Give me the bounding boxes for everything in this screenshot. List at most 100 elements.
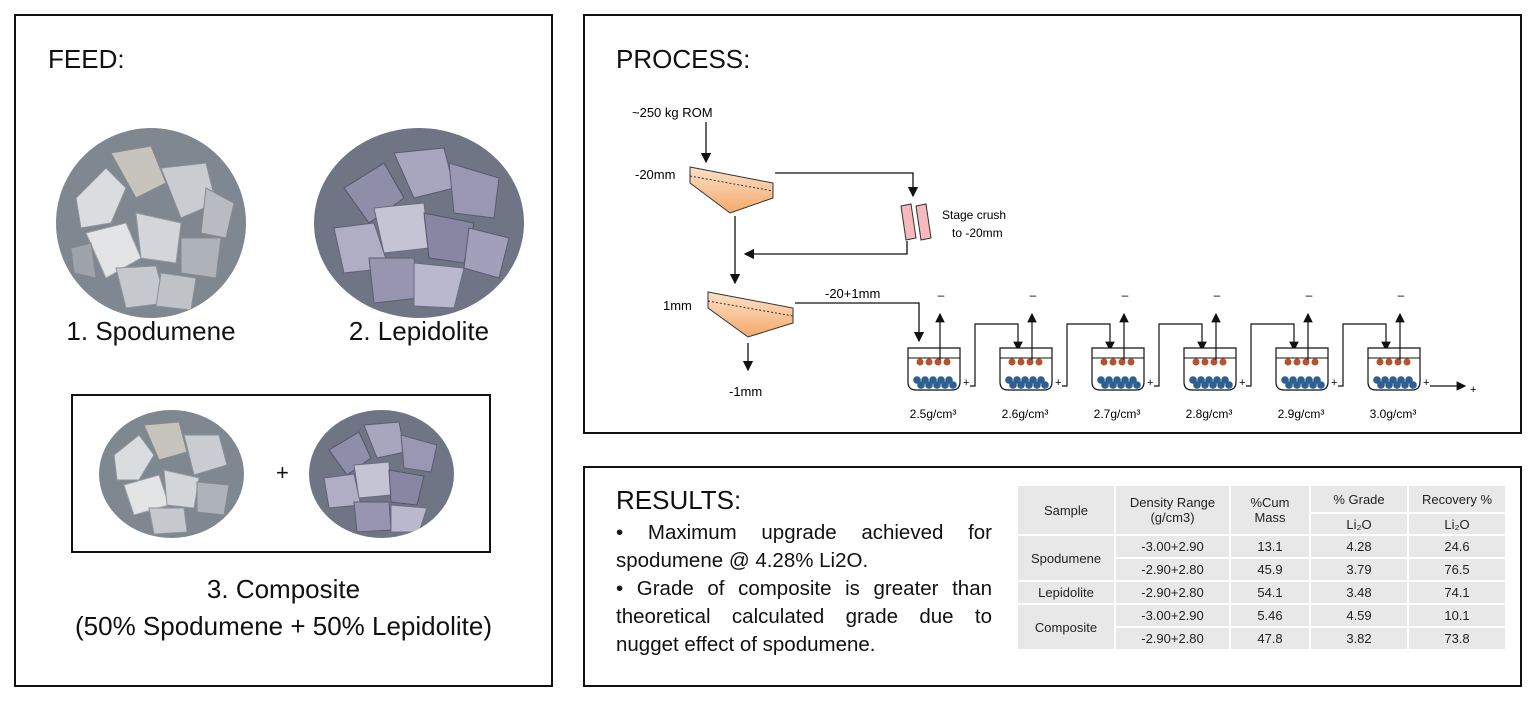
sample-cell: Lepidolite	[1018, 582, 1114, 603]
results-bullets: • Maximum upgrade achieved for spodumene…	[616, 519, 992, 659]
mass-cell: 54.1	[1231, 582, 1309, 603]
rom-label: ~250 kg ROM	[632, 105, 713, 120]
mass-cell: 5.46	[1231, 605, 1309, 626]
sink-particle	[1225, 381, 1233, 389]
crusher-label-1: Stage crush	[942, 208, 1006, 222]
float-particle	[1035, 358, 1043, 366]
float-particle	[1293, 358, 1301, 366]
lepidolite-sample-image	[314, 128, 524, 318]
crusher-roll-right	[915, 203, 932, 241]
float-particle	[1302, 358, 1310, 366]
results-bullet-2: • Grade of composite is greater than the…	[616, 577, 992, 656]
float-particle	[1394, 358, 1402, 366]
heavy-liquid-stages: –+2.5g/cm³–+2.6g/cm³–+2.7g/cm³–+2.8g/cm³…	[907, 288, 1476, 421]
float-particle	[1284, 358, 1292, 366]
recovery-cell: 74.1	[1409, 582, 1505, 603]
sink-particle	[1125, 381, 1133, 389]
composite-box: +	[71, 394, 491, 553]
header-density: Density Range (g/cm3)	[1116, 486, 1229, 534]
process-heading: PROCESS:	[616, 44, 751, 74]
sink-particle	[949, 381, 957, 389]
float-particle	[916, 358, 924, 366]
composite-caption: 3. Composite	[206, 574, 361, 604]
process-panel: PROCESS: ~250 kg ROM -20mm Stage crush t…	[583, 14, 1522, 434]
sink-particle	[1309, 381, 1317, 389]
header-grade-unit: Li₂O	[1311, 514, 1407, 534]
sink-particle	[1033, 381, 1041, 389]
recovery-cell: 73.8	[1409, 628, 1505, 649]
sink-particle	[1317, 381, 1325, 389]
sink-sign: +	[963, 377, 969, 389]
results-bullet-1: • Maximum upgrade achieved for spodumene…	[616, 521, 992, 572]
oversize-label: -20+1mm	[825, 286, 880, 301]
density-label: 2.6g/cm³	[1002, 407, 1049, 421]
sink-sign: +	[1423, 377, 1429, 389]
composite-spodumene-image	[99, 410, 244, 538]
float-particle	[1109, 358, 1117, 366]
sink-particle	[941, 381, 949, 389]
sample-cell: Spodumene	[1018, 536, 1114, 580]
sink-particle	[1017, 381, 1025, 389]
sink-particle	[1401, 381, 1409, 389]
sink-particle	[1377, 381, 1385, 389]
crusher-return-line	[743, 241, 908, 260]
float-particle	[1219, 358, 1227, 366]
density-cell: -2.90+2.80	[1116, 582, 1229, 603]
lepidolite-caption: 2. Lepidolite	[348, 316, 490, 346]
spodumene-sample-image	[56, 128, 246, 318]
sink-particle	[1409, 381, 1417, 389]
screen1-icon	[689, 166, 774, 214]
composite-note: (50% Spodumene + 50% Lepidolite)	[74, 611, 492, 641]
screen2-label: 1mm	[663, 298, 692, 313]
table-row: -2.90+2.80 47.8 3.82 73.8	[1018, 628, 1505, 649]
float-sign: –	[1398, 288, 1405, 302]
density-label: 3.0g/cm³	[1370, 407, 1417, 421]
oversize-to-hls-line	[795, 302, 925, 343]
float-particle	[1118, 358, 1126, 366]
float-particle	[934, 358, 942, 366]
sink-particle	[1293, 381, 1301, 389]
sink-particle	[1193, 381, 1201, 389]
screen2-icon	[707, 291, 794, 338]
sink-to-next-line	[1246, 323, 1299, 387]
composite-lepidolite-image	[309, 410, 454, 538]
feed-heading: FEED:	[48, 44, 125, 74]
crusher-roll-left	[900, 203, 917, 241]
float-sign: –	[938, 288, 945, 302]
sink-particle	[917, 381, 925, 389]
sink-particle	[1201, 381, 1209, 389]
mass-cell: 13.1	[1231, 536, 1309, 557]
float-particle	[1376, 358, 1384, 366]
spodumene-caption: 1. Spodumene	[66, 316, 236, 346]
sink-particle	[1285, 381, 1293, 389]
header-sample: Sample	[1018, 486, 1114, 534]
sink-to-next-line	[1338, 323, 1391, 387]
grade-cell: 4.59	[1311, 605, 1407, 626]
sink-particle	[1025, 381, 1033, 389]
float-particle	[1201, 358, 1209, 366]
float-particle	[1210, 358, 1218, 366]
feed-panel: FEED: 1. Spodumene	[14, 14, 553, 687]
plus-sign: +	[276, 460, 289, 485]
recovery-cell: 76.5	[1409, 559, 1505, 580]
float-sign: –	[1030, 288, 1037, 302]
sink-to-next-line	[1062, 323, 1115, 387]
float-particle	[1017, 358, 1025, 366]
sink-particle	[1385, 381, 1393, 389]
fines-label: -1mm	[729, 384, 762, 399]
float-particle	[1192, 358, 1200, 366]
table-row: Composite -3.00+2.90 5.46 4.59 10.1	[1018, 605, 1505, 649]
float-particle	[943, 358, 951, 366]
sink-particle	[933, 381, 941, 389]
density-label: 2.9g/cm³	[1278, 407, 1325, 421]
final-sink-sign: +	[1470, 384, 1476, 396]
float-particle	[925, 358, 933, 366]
grade-cell: 3.82	[1311, 628, 1407, 649]
sink-to-next-line	[1154, 323, 1207, 387]
mass-cell: 45.9	[1231, 559, 1309, 580]
float-particle	[1100, 358, 1108, 366]
sink-sign: +	[1239, 377, 1245, 389]
float-particle	[1385, 358, 1393, 366]
mass-cell: 47.8	[1231, 628, 1309, 649]
sink-to-next-line	[970, 323, 1023, 387]
